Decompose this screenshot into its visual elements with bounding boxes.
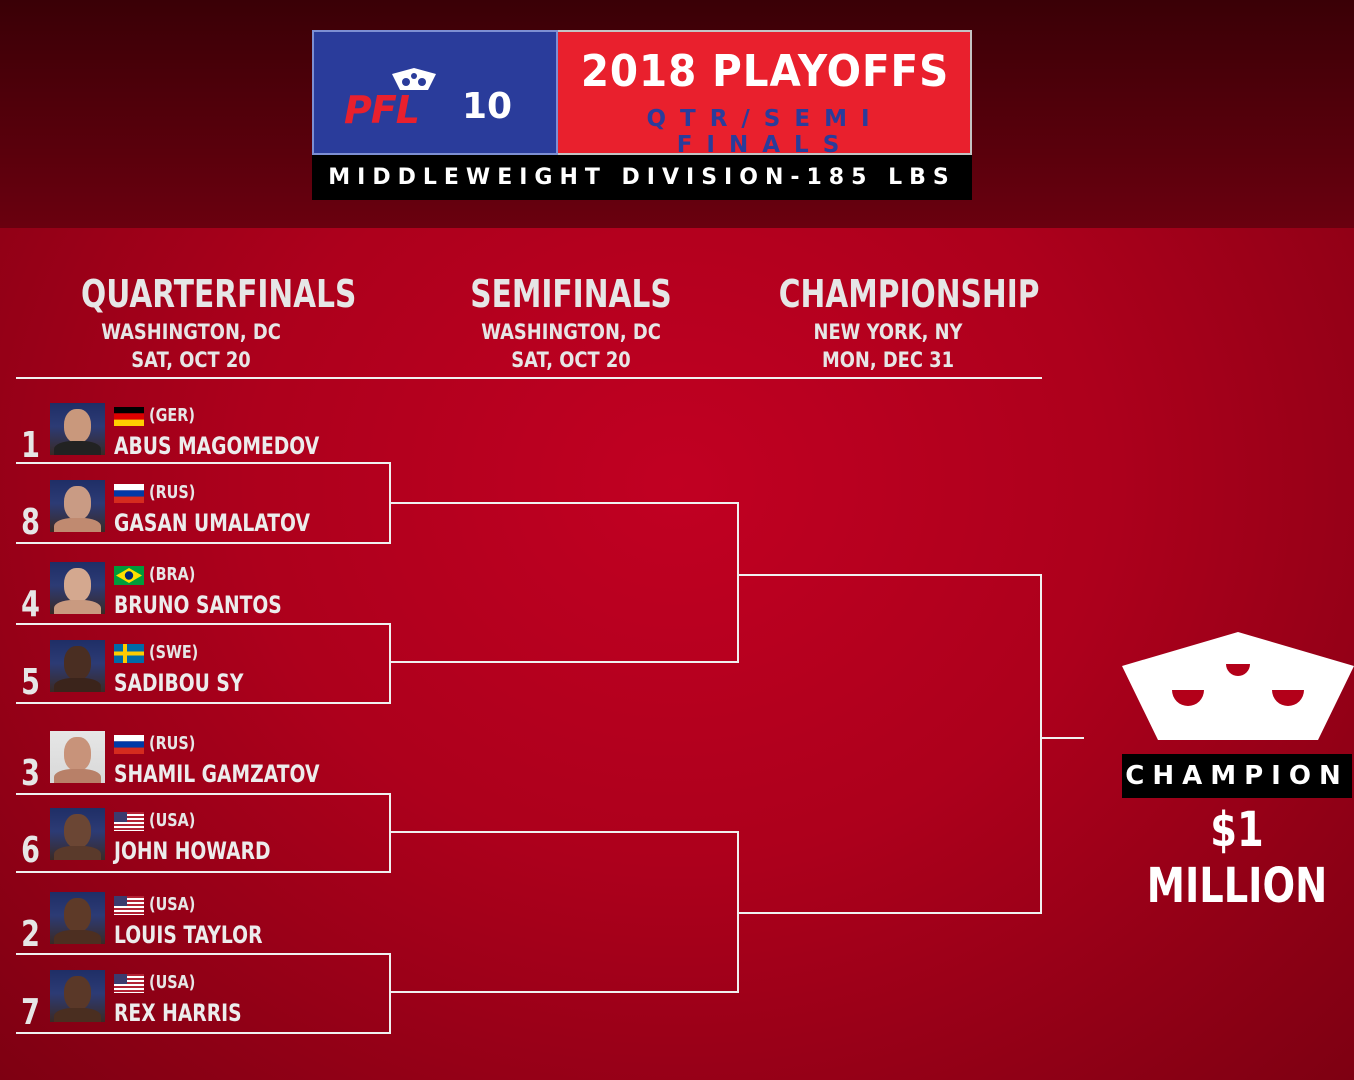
seed-number: 2 <box>21 914 40 955</box>
bracket-line <box>16 1032 391 1034</box>
country-code: (BRA) <box>149 564 196 585</box>
title-panel: 2018 PLAYOFFS QTR/SEMI FINALS <box>558 30 972 158</box>
seed-number: 1 <box>21 425 40 466</box>
seed-number: 7 <box>21 992 40 1033</box>
country-code: (USA) <box>149 894 196 915</box>
event-header: PFL 10 2018 PLAYOFFS QTR/SEMI FINALS MID… <box>312 30 972 200</box>
column-title: QUARTERFINALS <box>81 272 357 316</box>
fighter-name: BRUNO SANTOS <box>114 591 282 619</box>
bracket-line <box>737 502 739 663</box>
fighter-name: REX HARRIS <box>114 999 242 1027</box>
seed-number: 4 <box>21 584 40 625</box>
column-championship: CHAMPIONSHIP NEW YORK, NY MON, DEC 31 <box>748 272 1040 372</box>
fighter-entry[interactable]: 5 (SWE) SADIBOU SY <box>16 640 391 716</box>
germany-flag-icon <box>114 407 144 426</box>
division-bar: MIDDLEWEIGHT DIVISION-185 LBS <box>312 155 972 200</box>
column-title: SEMIFINALS <box>470 272 672 316</box>
fighter-name: JOHN HOWARD <box>114 837 271 865</box>
fighter-photo <box>50 731 105 783</box>
usa-flag-icon <box>114 896 144 915</box>
seed-number: 6 <box>21 830 40 871</box>
fighter-name: ABUS MAGOMEDOV <box>114 432 320 460</box>
seed-number: 8 <box>21 502 40 543</box>
column-date: MON, DEC 31 <box>821 348 955 372</box>
bracket-line <box>737 831 739 993</box>
bracket-line <box>16 871 391 873</box>
fighter-name: SHAMIL GAMZATOV <box>114 760 320 788</box>
bracket-line <box>1042 737 1084 739</box>
bracket-line <box>391 831 739 833</box>
bracket-line <box>389 793 391 873</box>
fighter-photo <box>50 403 105 455</box>
fighter-photo <box>50 480 105 532</box>
header-divider <box>16 377 1042 379</box>
fighter-entry[interactable]: 7 (USA) REX HARRIS <box>16 970 391 1046</box>
bracket-line <box>389 953 391 1034</box>
usa-flag-icon <box>114 812 144 831</box>
crown-icon <box>1122 632 1354 740</box>
fighter-photo <box>50 970 105 1022</box>
fighter-entry[interactable]: 1 (GER) ABUS MAGOMEDOV <box>16 403 391 479</box>
champion-prize: $1 MILLION <box>1146 802 1328 914</box>
fighter-entry[interactable]: 2 (USA) LOUIS TAYLOR <box>16 892 391 968</box>
fighter-name: GASAN UMALATOV <box>114 509 310 537</box>
bracket-line <box>739 912 1042 914</box>
champion-label: CHAMPION <box>1125 761 1349 791</box>
brazil-flag-icon <box>114 566 144 585</box>
bracket-line <box>1040 574 1042 914</box>
fighter-name: LOUIS TAYLOR <box>114 921 263 949</box>
column-location: WASHINGTON, DC <box>481 320 661 344</box>
seed-number: 5 <box>21 662 40 703</box>
bracket-line <box>16 542 391 544</box>
column-semifinals: SEMIFINALS WASHINGTON, DC SAT, OCT 20 <box>440 272 702 372</box>
fighter-entry[interactable]: 6 (USA) JOHN HOWARD <box>16 808 391 884</box>
champion-box: CHAMPION <box>1122 754 1352 798</box>
column-date: SAT, OCT 20 <box>131 348 251 372</box>
fighter-name: SADIBOU SY <box>114 669 244 697</box>
event-number: 10 <box>462 86 513 127</box>
fighter-entry[interactable]: 8 (RUS) GASAN UMALATOV <box>16 480 391 556</box>
column-location: WASHINGTON, DC <box>101 320 281 344</box>
bracket-line <box>391 991 739 993</box>
fighter-photo <box>50 640 105 692</box>
bracket-line <box>391 661 739 663</box>
event-subtitle: QTR/SEMI FINALS <box>646 106 884 158</box>
fighter-entry[interactable]: 3 (RUS) SHAMIL GAMZATOV <box>16 731 391 807</box>
country-code: (USA) <box>149 972 196 993</box>
seed-number: 3 <box>21 753 40 794</box>
bracket-line <box>739 574 1042 576</box>
usa-flag-icon <box>114 974 144 993</box>
column-date: SAT, OCT 20 <box>511 348 631 372</box>
fighter-entry[interactable]: 4 (BRA) BRUNO SANTOS <box>16 562 391 638</box>
fighter-photo <box>50 808 105 860</box>
bracket-line <box>16 623 391 625</box>
bracket-line <box>391 502 739 504</box>
bracket-line <box>16 462 391 464</box>
country-code: (GER) <box>149 405 195 426</box>
country-code: (RUS) <box>149 733 196 754</box>
fighter-photo <box>50 562 105 614</box>
country-code: (USA) <box>149 810 196 831</box>
bracket-background <box>0 228 1354 1080</box>
bracket-line <box>16 953 391 955</box>
logo-panel: PFL 10 <box>312 30 558 155</box>
country-code: (RUS) <box>149 482 196 503</box>
column-quarterfinals: QUARTERFINALS WASHINGTON, DC SAT, OCT 20 <box>50 272 357 372</box>
column-location: NEW YORK, NY <box>813 320 963 344</box>
crown-icon <box>392 68 436 90</box>
column-title: CHAMPIONSHIP <box>778 272 1040 316</box>
sweden-flag-icon <box>114 644 144 663</box>
bracket-line <box>389 462 391 544</box>
fighter-photo <box>50 892 105 944</box>
bracket-line <box>16 793 391 795</box>
bracket-line <box>16 702 391 704</box>
country-code: (SWE) <box>149 642 199 663</box>
russia-flag-icon <box>114 484 144 503</box>
event-title: 2018 PLAYOFFS <box>580 46 950 97</box>
bracket-line <box>389 623 391 704</box>
division-label: MIDDLEWEIGHT DIVISION-185 LBS <box>328 165 956 190</box>
pfl-logo: PFL <box>344 88 420 132</box>
russia-flag-icon <box>114 735 144 754</box>
